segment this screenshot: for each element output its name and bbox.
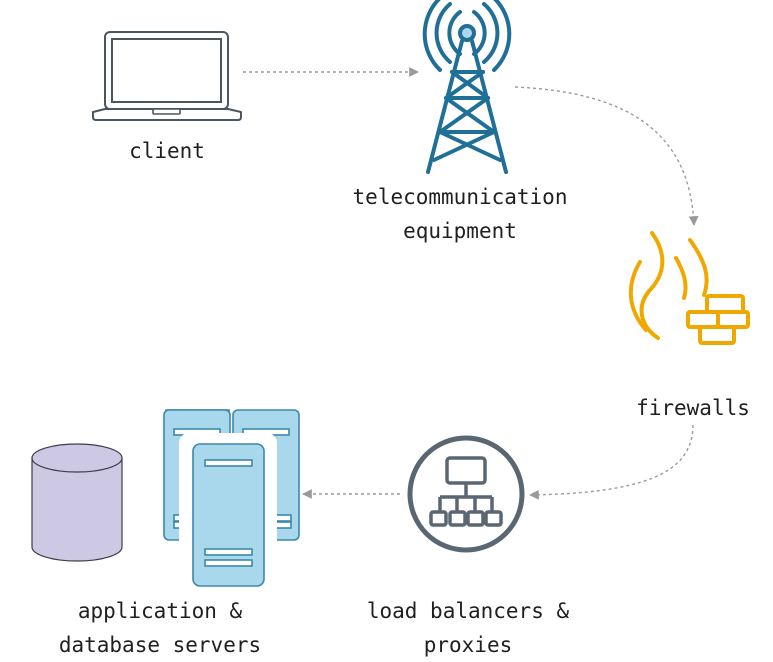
client-label: client: [97, 134, 237, 168]
server-rack-icon: [163, 409, 300, 589]
load-balancers-label-line1: load balancers &: [366, 599, 570, 623]
servers-label: application & database servers: [20, 594, 300, 662]
firewalls-label: firewalls: [613, 391, 773, 425]
servers-label-line2: database servers: [58, 633, 262, 657]
radio-tower-icon: [422, 0, 512, 174]
servers-label-line1: application &: [77, 599, 243, 623]
tower-label-line1: telecommunication: [352, 185, 568, 209]
tower-label-line2: equipment: [403, 219, 517, 243]
firewall-icon: [628, 231, 750, 345]
firewalls-label-text: firewalls: [636, 396, 750, 420]
connector-firewalls-to-balancers: [529, 424, 694, 500]
client-label-text: client: [129, 139, 205, 163]
load-balancers-label: load balancers & proxies: [333, 594, 603, 662]
tower-label: telecommunication equipment: [315, 180, 605, 248]
load-balancer-icon: [407, 435, 525, 553]
load-balancers-label-line2: proxies: [423, 633, 513, 657]
laptop-icon: [92, 31, 242, 121]
database-icon: [31, 443, 123, 562]
